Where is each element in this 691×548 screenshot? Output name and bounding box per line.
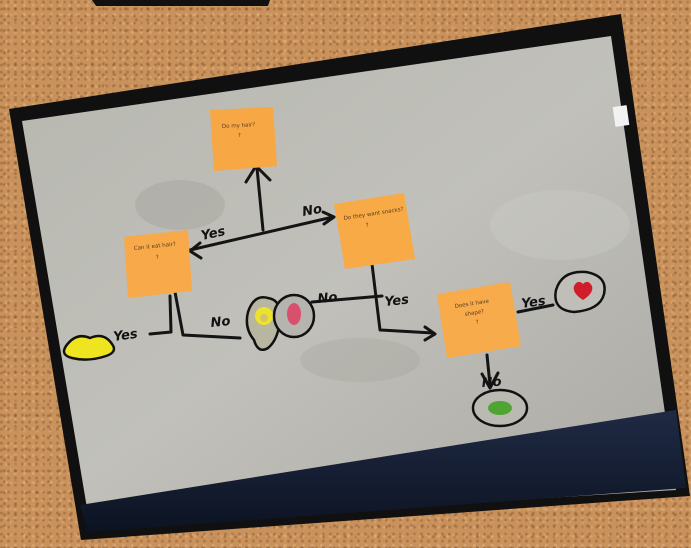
note-left-text: Can it eat hair? [134,242,177,252]
note-top-text: Do my hair? [222,122,256,130]
line-left-note-down [148,294,173,336]
note-top-text-2: ? [238,133,241,139]
center-blob-left [245,296,282,351]
arrowhead-right-note [423,325,437,342]
label-no-middle: No [301,202,323,220]
center-blob-right [272,293,316,339]
label-no-center-right: No [317,290,338,307]
arrow-to-top-note [255,166,265,232]
label-no-center-left: No [210,314,231,331]
smudge [135,180,225,230]
note-right-text: Does it have [454,299,490,310]
smudge [490,190,630,260]
note-right-text-3: ? [475,320,479,326]
heart-blob [554,270,606,314]
line-to-center-blob [173,290,242,340]
line-left-to-middle [188,215,335,252]
label-yes-right: Yes [520,294,546,312]
line-to-green [485,353,492,387]
label-yes-center: Yes [384,292,410,309]
arrowhead-left [188,241,203,260]
arrowhead-green [480,371,500,390]
sticky-note-right [437,282,521,358]
label-yes-left: Yes [200,224,227,244]
sticky-note-middle [334,193,415,269]
label-yes-bottom-left: Yes [112,327,138,345]
note-left-text-2: ? [156,255,160,261]
flowchart-lines [148,164,555,390]
note-right-text-2: shape? [464,309,484,318]
arrowhead-middle [321,210,336,226]
board-clip [612,105,630,127]
line-center-right [310,294,384,304]
sticky-note-left [124,230,192,298]
green-blob [471,388,529,428]
label-no-bottom: No [481,375,502,391]
bottom-dark-band [80,410,686,532]
yellow-blob [62,334,116,361]
smudge [300,338,420,382]
line-middle-note-down [370,262,435,335]
sticky-note-top [210,107,277,171]
note-middle-text-2: ? [365,223,369,229]
top-frame-edge [92,0,270,6]
line-to-heart [516,303,555,314]
